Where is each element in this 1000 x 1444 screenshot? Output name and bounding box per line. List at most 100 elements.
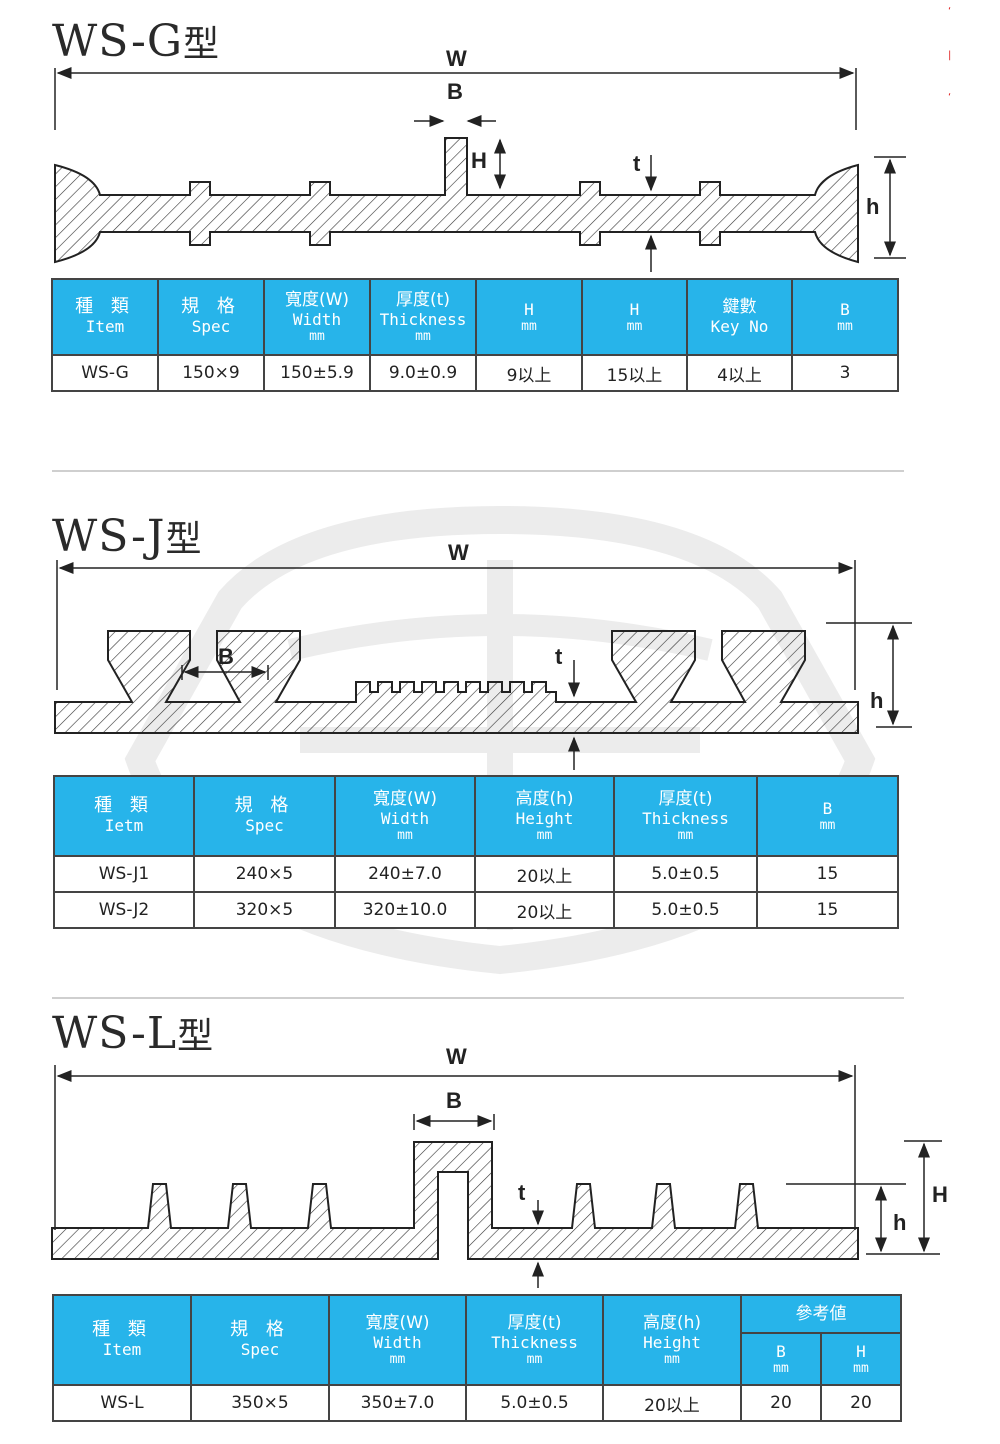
table-cell: 20以上 — [474, 855, 615, 893]
table-cell: 9.0±0.9 — [369, 354, 477, 392]
header-zh: 種 類 — [75, 296, 135, 317]
table-cell: 350±7.0 — [328, 1384, 467, 1422]
section-divider — [52, 997, 904, 999]
header-zh: 寬度(W) — [372, 789, 438, 809]
header-en: Item — [85, 317, 125, 336]
header-unit: mm — [677, 828, 694, 843]
dim-small-h-label: h — [893, 1210, 906, 1235]
header-zh: 寬度(W) — [365, 1313, 430, 1333]
table-cell: 20以上 — [602, 1384, 742, 1422]
title-text: WS-L — [52, 1008, 178, 1059]
table-cell: 15以上 — [581, 354, 688, 392]
table-cell: 15 — [756, 855, 899, 893]
header-unit: mm — [664, 1352, 680, 1367]
header-zh: 種 類 — [92, 1319, 152, 1340]
table-cell: 5.0±0.5 — [613, 891, 758, 929]
header-unit: mm — [309, 329, 325, 344]
table-cell: 9以上 — [475, 354, 583, 392]
table-cell: WS-J2 — [53, 891, 195, 929]
header-unit: mm — [853, 1361, 869, 1376]
dim-small-h-label: h — [866, 194, 879, 219]
header-en: B — [776, 1342, 786, 1361]
header-en: Spec — [240, 1340, 280, 1359]
header-unit: mm — [626, 319, 643, 334]
header-en: Width — [292, 310, 342, 329]
section-title-ws-l: WS-L型 — [52, 1012, 214, 1056]
header-en: B — [822, 799, 833, 818]
header-unit: mm — [819, 818, 836, 833]
title-text: WS-J — [52, 511, 166, 562]
table-cell: 5.0±0.5 — [613, 855, 758, 893]
dim-t-label: t — [633, 151, 641, 176]
header-en: Height — [515, 809, 574, 828]
header-en: Width — [373, 1333, 422, 1352]
header-unit: mm — [773, 1361, 789, 1376]
title-suffix: 型 — [183, 24, 221, 65]
title-suffix: 型 — [165, 519, 203, 560]
table-cell: 240×5 — [193, 855, 336, 893]
header-en: Thickness — [379, 310, 467, 329]
dim-t-label: t — [518, 1180, 526, 1205]
header-group-cell: 參考値 — [740, 1294, 902, 1334]
header-unit: mm — [415, 329, 431, 344]
dim-big-h-label: H — [471, 148, 487, 173]
table-row: WS-J1 240×5 240±7.0 20以上 5.0±0.5 15 — [53, 855, 899, 893]
dim-w-label: W — [446, 1044, 467, 1069]
header-en: H — [856, 1342, 866, 1361]
dim-small-h-label: h — [870, 688, 883, 713]
header-zh: 參考値 — [795, 1304, 847, 1324]
table-cell: 15 — [756, 891, 899, 929]
header-zh: 寬度(W) — [284, 290, 350, 310]
corner-mark: ‘ — [948, 92, 952, 103]
header-unit: mm — [526, 1352, 543, 1367]
header-zh: 厚度(t) — [507, 1313, 562, 1333]
ws-g-profile-drawing: W B H t h — [54, 46, 906, 272]
table-cell: WS-G — [51, 354, 159, 392]
header-unit: mm — [389, 1352, 406, 1367]
title-text: WS-G — [52, 16, 183, 67]
header-zh: 厚度(t) — [658, 789, 713, 809]
corner-mark: | — [948, 50, 952, 61]
table-cell: 320±10.0 — [334, 891, 476, 929]
table-cell: 20以上 — [474, 891, 615, 929]
header-en: Ietm — [104, 816, 144, 835]
table-cell: 350×5 — [190, 1384, 330, 1422]
section-title-ws-j: WS-J型 — [52, 515, 203, 559]
table-cell: 150×9 — [157, 354, 265, 392]
header-en: Spec — [245, 816, 284, 835]
ws-j-profile-drawing: W B t h — [54, 540, 912, 770]
header-zh: 種 類 — [94, 795, 154, 816]
table-cell: WS-J1 — [53, 855, 195, 893]
title-suffix: 型 — [177, 1016, 215, 1057]
corner-mark: ‘ — [948, 6, 952, 17]
header-zh: 高度(h) — [642, 1313, 702, 1333]
table-cell: 5.0±0.5 — [465, 1384, 604, 1422]
header-en: B — [840, 300, 850, 319]
table-cell: 20 — [820, 1384, 902, 1422]
